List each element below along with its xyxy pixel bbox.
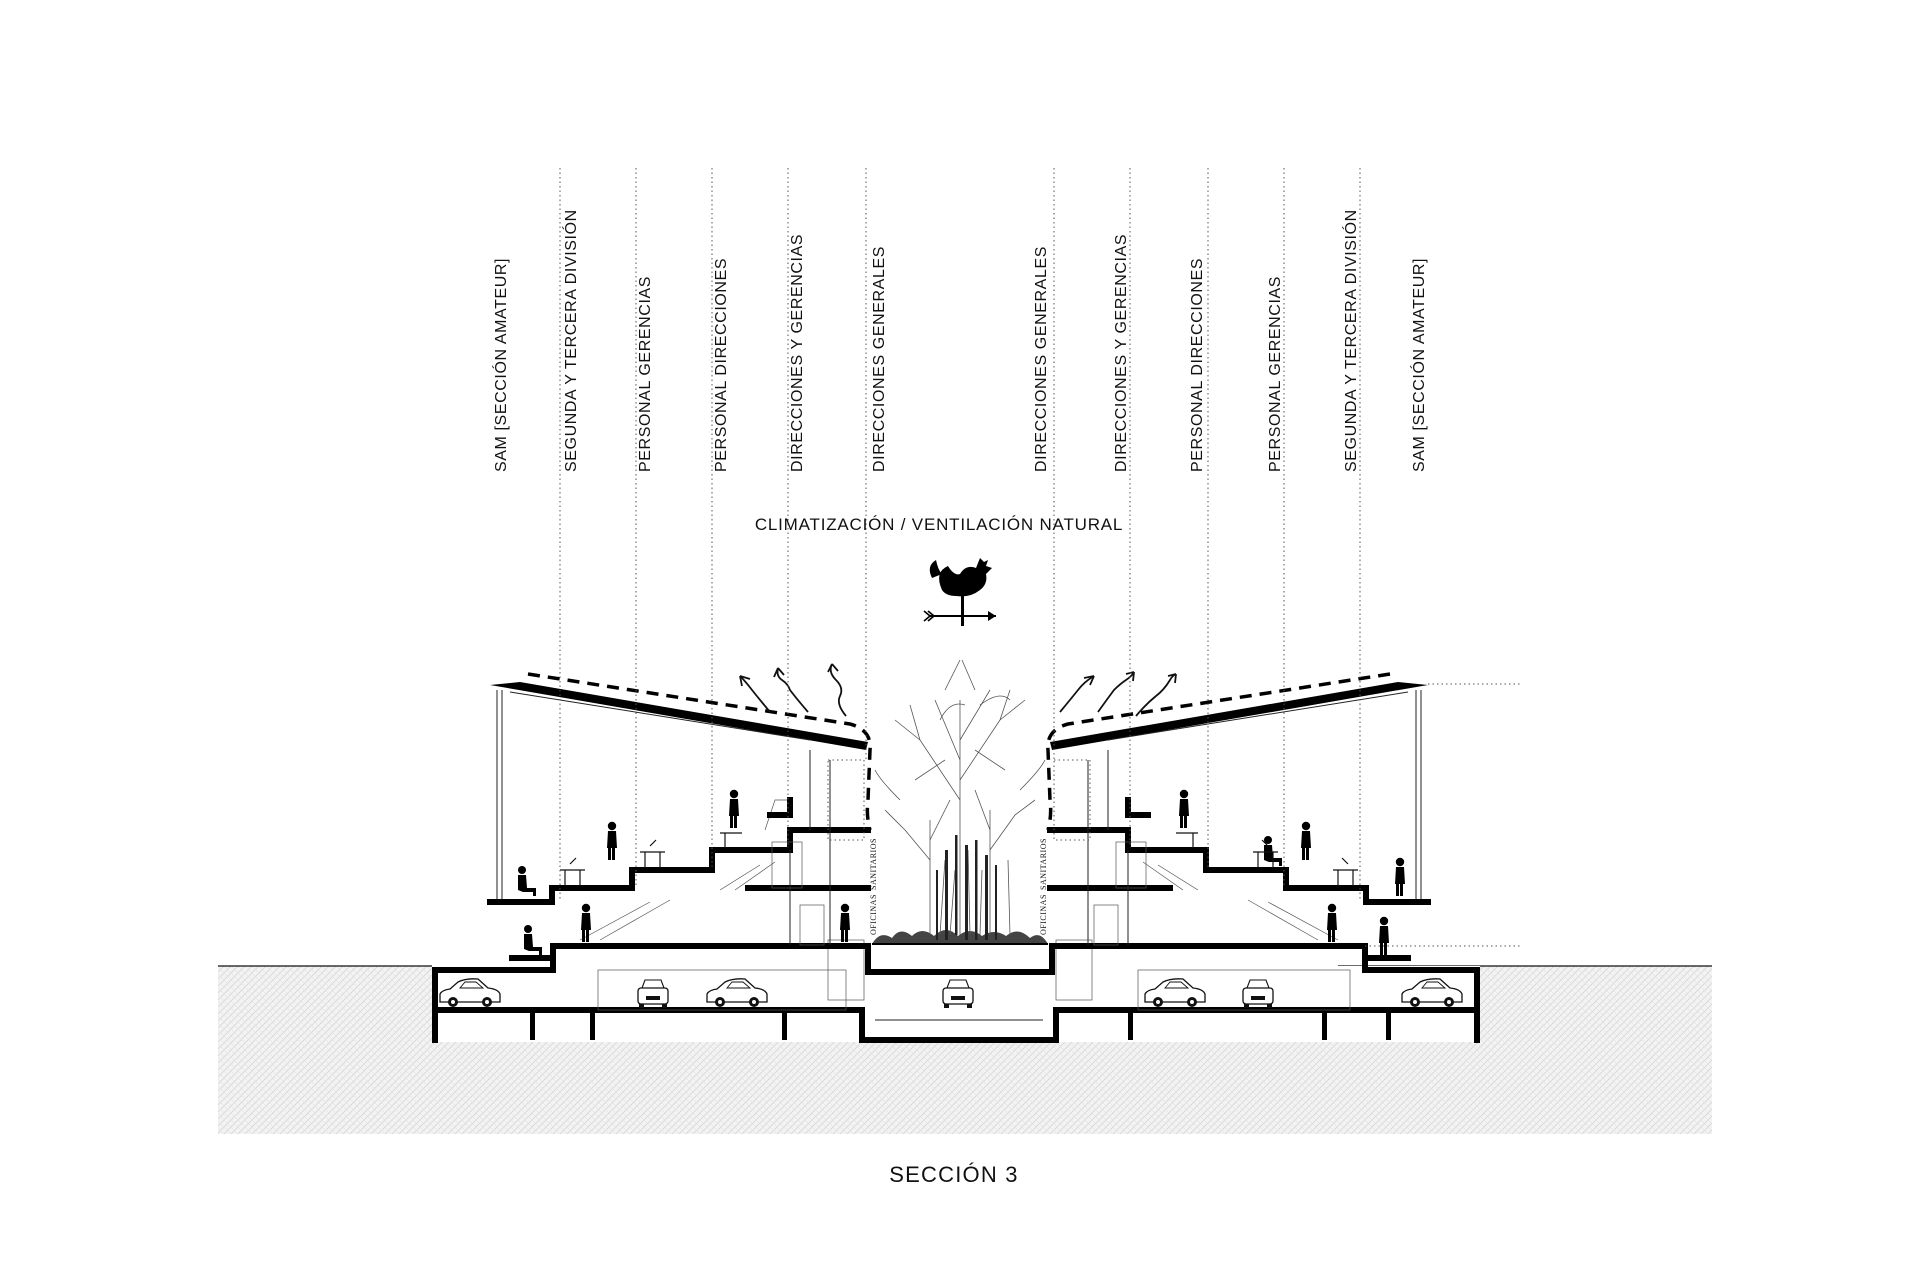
parking-level — [432, 939, 1480, 1043]
zone-label-left-3: PERSONAL GERENCIAS — [637, 276, 654, 472]
tree-cluster — [874, 659, 1046, 936]
desks — [560, 832, 1358, 886]
rooster-weathervane-icon — [923, 558, 996, 626]
zone-label-right-6: SAM [SECCIÓN AMATEUR] — [1409, 258, 1428, 472]
zone-label-right-1: DIRECCIONES GENERALES — [1033, 246, 1050, 472]
oficinas-label-right: OFICINAS — [1039, 894, 1048, 935]
zone-label-left-2: SEGUNDA Y TERCERA DIVISIÓN — [561, 209, 580, 472]
zone-label-right-5: SEGUNDA Y TERCERA DIVISIÓN — [1341, 209, 1360, 472]
zone-label-left-5: DIRECCIONES Y GERENCIAS — [789, 234, 806, 472]
zone-label-left-1: SAM [SECCIÓN AMATEUR] — [491, 258, 510, 472]
courtyard-planting — [872, 930, 1048, 945]
ventilation-arrows — [739, 663, 1177, 717]
zone-guides — [559, 168, 1361, 900]
drawing-caption: SECCIÓN 3 — [889, 1162, 1018, 1187]
left-wing: SANITARIOS OFICINAS — [487, 672, 878, 946]
right-wing: SANITARIOS OFICINAS — [1039, 672, 1520, 946]
right-zone-labels: DIRECCIONES GENERALES DIRECCIONES Y GERE… — [1033, 209, 1428, 472]
zone-label-right-2: DIRECCIONES Y GERENCIAS — [1113, 234, 1130, 472]
oficinas-label-left: OFICINAS — [869, 894, 878, 935]
zone-label-right-4: PERSONAL GERENCIAS — [1267, 276, 1284, 472]
left-zone-labels: SAM [SECCIÓN AMATEUR] SEGUNDA Y TERCERA … — [491, 209, 888, 472]
ventilation-annotation: CLIMATIZACIÓN / VENTILACIÓN NATURAL — [755, 515, 1123, 534]
tree-trunks — [936, 835, 997, 940]
zone-label-left-4: PERSONAL DIRECCIONES — [713, 258, 730, 472]
sanitarios-label-right: SANITARIOS — [1039, 838, 1048, 890]
sanitarios-label-left: SANITARIOS — [869, 838, 878, 890]
ground-floor-slab — [509, 943, 1520, 975]
zone-label-left-6: DIRECCIONES GENERALES — [871, 246, 888, 472]
zone-label-right-3: PERSONAL DIRECCIONES — [1189, 258, 1206, 472]
